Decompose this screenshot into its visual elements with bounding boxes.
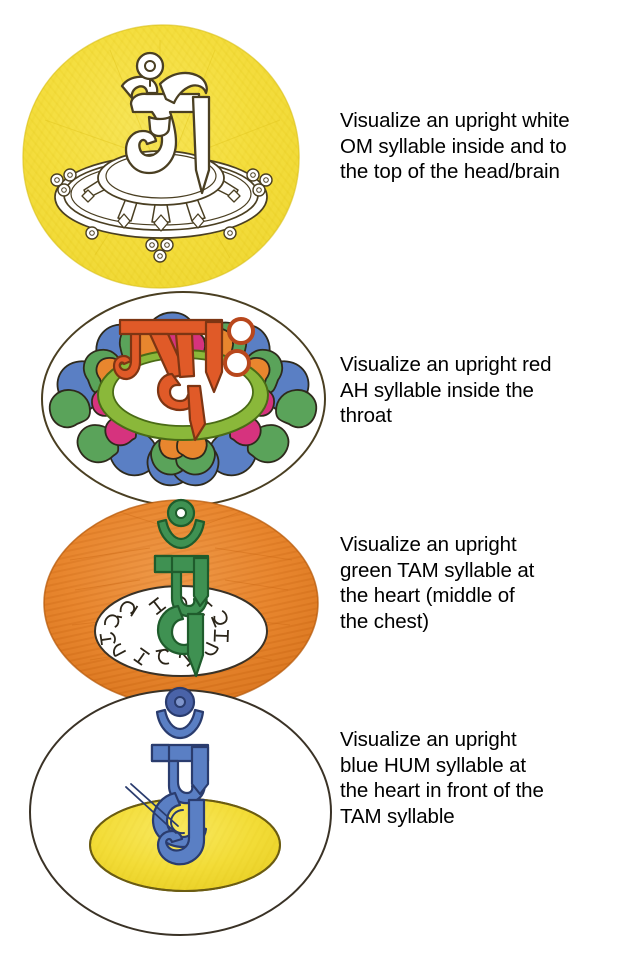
panel-hum <box>28 686 333 937</box>
caption-column: Visualize an upright white OM syllable i… <box>340 0 617 960</box>
panel-om <box>22 24 300 289</box>
four-syllables-illustration <box>22 24 333 937</box>
caption-tam: Visualize an upright green TAM syllable … <box>340 533 535 633</box>
visarga-marks <box>223 317 255 377</box>
hum-syllable <box>125 686 210 866</box>
wheel-jewels <box>50 168 273 263</box>
caption-ah: Visualize an upright red AH syllable ins… <box>340 353 552 427</box>
caption-hum: Visualize an upright blue HUM syllable a… <box>340 728 544 828</box>
om-syllable <box>120 51 211 195</box>
panel-tam <box>43 498 319 707</box>
caption-om: Visualize an upright white OM syllable i… <box>340 109 570 183</box>
illustration-column <box>22 24 333 937</box>
tam-syllable <box>153 498 210 678</box>
ah-syllable <box>112 317 255 442</box>
lotus-flower <box>48 311 318 487</box>
panel-ah <box>40 290 327 508</box>
